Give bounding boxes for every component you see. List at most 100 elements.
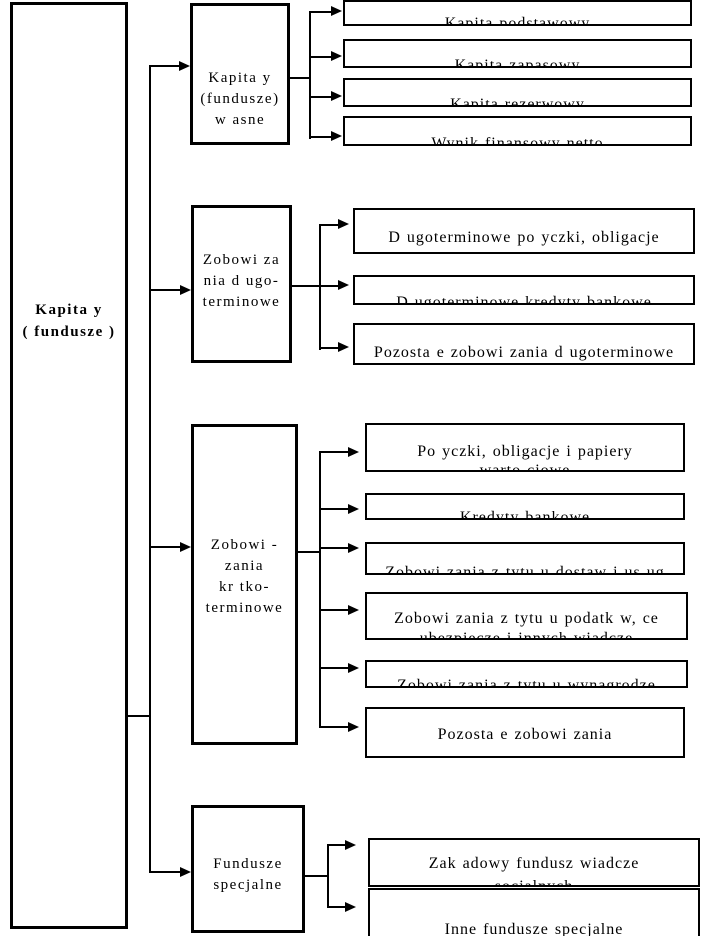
node-label-line: Zobowi za [202, 252, 281, 268]
leaf-box-zobowiazania-podatki: Zobowi zania z tytu u podatk w, ce ubezp… [365, 592, 688, 640]
leaf-box-wynik-finansowy: Wynik finansowy netto [343, 116, 692, 146]
arrowhead-icon [345, 902, 356, 912]
leaf-arrow-line [319, 726, 348, 728]
node-label-line: (fundusze) [200, 91, 280, 107]
leaf-label-line: Inne fundusze specjalne [444, 921, 624, 936]
arrowhead-icon [348, 722, 359, 732]
arrowhead-icon [338, 280, 349, 290]
leaf-arrow-line [319, 609, 348, 611]
leaf-label-line: Zobowi zania z tytu u dostaw i us ug [385, 564, 665, 575]
node-label-line: Kapita y [208, 70, 272, 86]
node-box-kapitaly-wlasne: Kapita y (fundusze) w asne [190, 3, 290, 145]
leaf-label-line: warto ciowe [479, 462, 571, 472]
arrowhead-icon [180, 867, 191, 877]
leaf-arrow-line [309, 136, 331, 138]
node-label-line: nia d ugo- [203, 273, 280, 289]
leaf-label-line: Kapita podstawowy [444, 15, 591, 26]
arrowhead-icon [331, 131, 342, 141]
leaf-box-zakladowy-fundusz: Zak adowy fundusz wiadcze socjalnych [368, 838, 700, 887]
leaf-arrow-line [327, 844, 345, 846]
leaf-label-line: Kapita rezerwowy [450, 96, 585, 107]
leaf-label-line: Kredyty bankowe [459, 509, 591, 520]
arrowhead-icon [331, 51, 342, 61]
leaf-box-pozostale-dlugoterminowe: Pozosta e zobowi zania d ugoterminowe [353, 323, 695, 365]
leaf-arrow-line [319, 285, 338, 287]
leaf-arrow-line [327, 906, 345, 908]
node-label-line: zania [224, 558, 265, 574]
leaf-box-pozostale-zobowiazania: Pozosta e zobowi zania [365, 707, 685, 758]
leaf-arrow-line [309, 96, 331, 98]
root-label-line: Kapita y [35, 302, 103, 318]
trunk-line [149, 65, 151, 873]
section-branch-rail [319, 224, 321, 350]
leaf-label-line: Zak adowy fundusz wiadcze [428, 855, 640, 872]
leaf-label-line: ubezpiecze i innych wiadcze [419, 630, 634, 640]
leaf-box-kapital-podstawowy: Kapita podstawowy [343, 0, 692, 26]
leaf-box-pozyczki-obligacje-papiery: Po yczki, obligacje i papiery warto ciow… [365, 423, 685, 472]
node-label-line: terminowe [202, 294, 281, 310]
leaf-arrow-line [319, 347, 338, 349]
leaf-arrow-line [309, 56, 331, 58]
arrowhead-icon [348, 447, 359, 457]
root-box-kapitaly-fundusze: Kapita y ( fundusze ) [10, 2, 128, 929]
node-label-line: specjalne [213, 877, 283, 893]
leaf-box-zobowiazania-wynagrodzenia: Zobowi zania z tytu u wynagrodze [365, 660, 688, 688]
leaf-box-kredyty-bankowe: Kredyty bankowe [365, 493, 685, 520]
branch-line [149, 65, 179, 67]
leaf-arrow-line [319, 547, 348, 549]
arrowhead-icon [338, 342, 349, 352]
arrowhead-icon [348, 504, 359, 514]
arrowhead-icon [348, 605, 359, 615]
leaf-arrow-line [319, 451, 348, 453]
node-box-zobowiazania-dlugoterminowe: Zobowi za nia d ugo- terminowe [191, 205, 292, 363]
leaf-box-kapital-zapasowy: Kapita zapasowy [343, 39, 692, 68]
arrowhead-icon [338, 219, 349, 229]
leaf-label-line: Zobowi zania z tytu u podatk w, ce [394, 610, 659, 627]
node-label-line: w asne [214, 112, 266, 128]
arrowhead-icon [348, 663, 359, 673]
leaf-label-line: Po yczki, obligacje i papiery [417, 443, 633, 460]
leaf-label-line: Zobowi zania z tytu u wynagrodze [397, 677, 656, 688]
leaf-box-inne-fundusze: Inne fundusze specjalne [368, 888, 700, 936]
node-label-line: Zobowi - [210, 537, 279, 553]
arrowhead-icon [180, 542, 191, 552]
section-branch-rail [327, 844, 329, 908]
leaf-arrow-line [319, 667, 348, 669]
node-box-fundusze-specjalne: Fundusze specjalne [191, 805, 305, 933]
leaf-label-line: D ugoterminowe po yczki, obligacje [388, 229, 660, 246]
arrowhead-icon [331, 91, 342, 101]
arrowhead-icon [331, 6, 342, 16]
leaf-label-line: Wynik finansowy netto [431, 135, 604, 146]
arrowhead-icon [180, 285, 191, 295]
leaf-label-line: Kapita zapasowy [454, 57, 581, 68]
section-connector-line [298, 551, 319, 553]
node-box-zobowiazania-krotkoterminowe: Zobowi - zania kr tko- terminowe [191, 424, 298, 745]
node-label-line: terminowe [205, 600, 284, 616]
leaf-box-dlugoterminowe-pozyczki: D ugoterminowe po yczki, obligacje [353, 208, 695, 254]
section-connector-line [292, 285, 319, 287]
leaf-label-line: Pozosta e zobowi zania d ugoterminowe [373, 344, 675, 361]
leaf-arrow-line [319, 224, 338, 226]
leaf-label-line: D ugoterminowe kredyty bankowe [396, 294, 652, 305]
root-label-line: ( fundusze ) [22, 324, 116, 340]
leaf-box-kapital-rezerwowy: Kapita rezerwowy [343, 78, 692, 107]
leaf-box-zobowiazania-dostawy: Zobowi zania z tytu u dostaw i us ug [365, 542, 685, 575]
section-connector-line [290, 77, 309, 79]
leaf-box-dlugoterminowe-kredyty: D ugoterminowe kredyty bankowe [353, 275, 695, 305]
section-branch-rail [309, 12, 311, 139]
branch-line [149, 289, 180, 291]
arrowhead-icon [179, 61, 190, 71]
section-branch-rail [319, 451, 321, 728]
leaf-label-line: socjalnych [494, 878, 574, 887]
node-label-line: Fundusze [213, 856, 283, 872]
branch-line [149, 871, 180, 873]
leaf-arrow-line [309, 11, 331, 13]
leaf-arrow-line [319, 508, 348, 510]
section-connector-line [305, 875, 327, 877]
root-connector-line [128, 715, 150, 717]
arrowhead-icon [345, 840, 356, 850]
arrowhead-icon [348, 543, 359, 553]
branch-line [149, 546, 180, 548]
leaf-label-line: Pozosta e zobowi zania [437, 726, 613, 743]
